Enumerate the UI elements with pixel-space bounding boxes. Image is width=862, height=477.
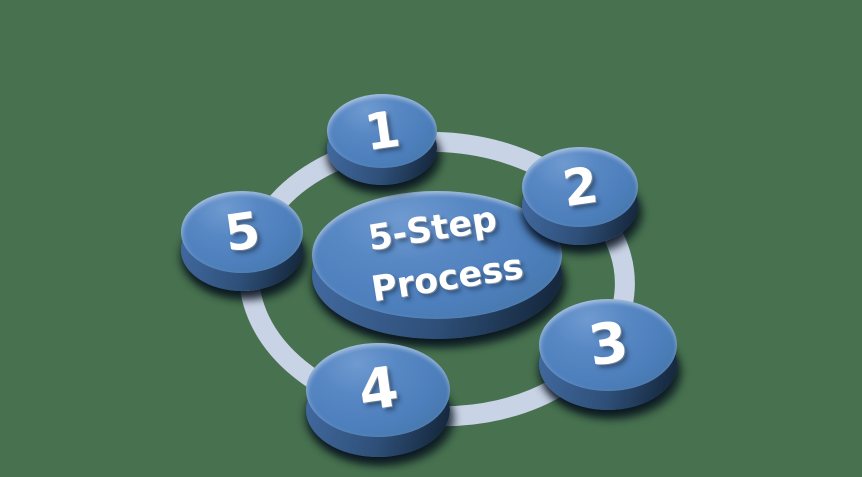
center-ellipse: 5-Step Process (312, 191, 562, 339)
step-circle-5: 5 (181, 191, 303, 291)
step-circle-2-face (522, 147, 638, 227)
step-circle-3: 3 (539, 299, 677, 410)
step-circle-1-face (327, 94, 437, 168)
step-number-3: 3 (584, 309, 632, 380)
step-circle-2: 2 (522, 147, 638, 245)
center-ellipse-face (312, 191, 562, 319)
step-number-4: 4 (354, 354, 402, 425)
step-number-2: 2 (558, 155, 602, 219)
step-circle-5-face (181, 191, 303, 273)
step-number-5: 5 (220, 200, 264, 264)
step-circle-4-face (306, 343, 450, 437)
step-circle-1: 1 (327, 94, 437, 185)
step-circle-4: 4 (306, 343, 450, 457)
step-circle-3-face (539, 299, 677, 391)
step-number-1: 1 (360, 99, 404, 163)
